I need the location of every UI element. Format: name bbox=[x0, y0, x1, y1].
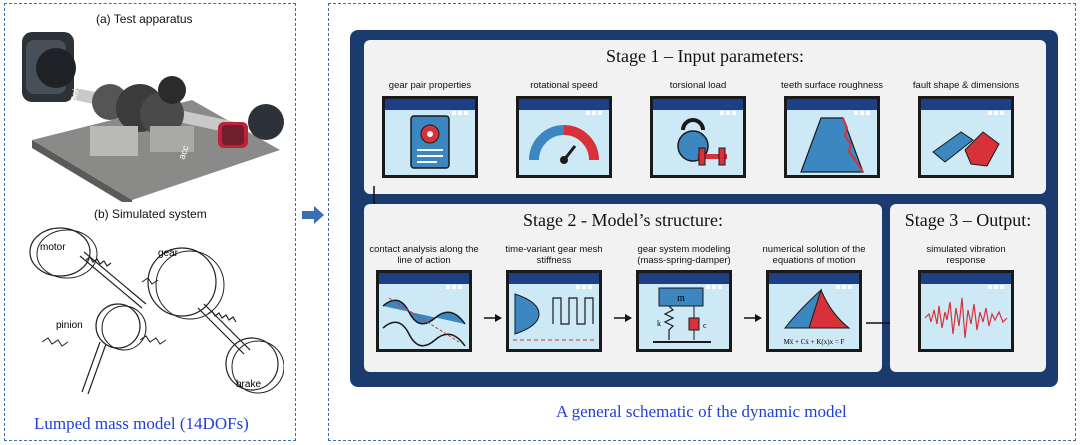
surface-plot-icon: Mẍ + Cẋ + K(x)x = F bbox=[769, 284, 859, 349]
pinion-label: pinion bbox=[56, 320, 83, 331]
mass-spring-damper-icon: m k c bbox=[639, 284, 729, 349]
test-apparatus-panel bbox=[4, 3, 296, 441]
gear-label: gear bbox=[158, 248, 179, 259]
window-frame bbox=[516, 96, 612, 178]
stage2-box: Stage 2 - Model’s structure: contact ana… bbox=[364, 204, 882, 372]
card-label: numerical solution of the equations of m… bbox=[762, 244, 866, 266]
window-titlebar bbox=[921, 99, 1011, 115]
window-frame bbox=[506, 270, 602, 352]
window-titlebar bbox=[509, 273, 599, 289]
equation-text: Mẍ + Cẋ + K(x)x = F bbox=[784, 338, 845, 346]
stage3-box: Stage 3 – Output: simulated vibration re… bbox=[890, 204, 1046, 372]
gear-document-icon bbox=[385, 110, 475, 175]
card-label: fault shape & dimensions bbox=[912, 80, 1020, 91]
schematic-caption: A general schematic of the dynamic model bbox=[556, 402, 847, 421]
card-label: rotational speed bbox=[530, 80, 598, 91]
card-label: time-variant gear mesh stiffness bbox=[505, 244, 603, 266]
lumped-mass-sketch: motor gear pinion brake bbox=[22, 222, 285, 400]
stage1-box: Stage 1 – Input parameters: gear pair pr… bbox=[364, 40, 1046, 194]
speedometer-icon bbox=[519, 110, 609, 175]
card-label: gear system modeling (mass-spring-damper… bbox=[637, 244, 731, 266]
window-frame bbox=[784, 96, 880, 178]
window-titlebar bbox=[787, 99, 877, 115]
stage1-title: Stage 1 – Input parameters: bbox=[606, 46, 804, 66]
card-label: gear pair properties bbox=[388, 80, 472, 91]
window-frame bbox=[650, 96, 746, 178]
window-frame: m k c bbox=[636, 270, 732, 352]
caption-simulated-system: (b) Simulated system bbox=[94, 207, 207, 221]
window-frame bbox=[918, 96, 1014, 178]
kettlebell-dumbbell-icon bbox=[653, 110, 743, 175]
mass-label: m bbox=[677, 293, 685, 304]
mesh-stiffness-icon bbox=[509, 284, 599, 349]
window-titlebar bbox=[519, 99, 609, 115]
stage3-title: Stage 3 – Output: bbox=[904, 210, 1032, 230]
stage2-title: Stage 2 - Model’s structure: bbox=[523, 210, 723, 230]
motor-label: motor bbox=[40, 242, 66, 253]
window-frame bbox=[918, 270, 1014, 352]
fault-geometry-icon bbox=[921, 110, 1011, 175]
flow-arrow-icon bbox=[614, 310, 632, 322]
card-label: teeth surface roughness bbox=[781, 80, 883, 91]
tooth-profile-icon bbox=[787, 110, 877, 175]
right-arrow-icon bbox=[302, 206, 324, 224]
window-frame bbox=[382, 96, 478, 178]
window-titlebar bbox=[379, 273, 469, 289]
window-frame bbox=[376, 270, 472, 352]
brake-label: brake bbox=[236, 379, 261, 390]
dynamic-model-panel bbox=[328, 3, 1076, 441]
caption-test-apparatus: (a) Test apparatus bbox=[96, 12, 193, 26]
card-label: torsional load bbox=[669, 80, 727, 91]
window-titlebar bbox=[769, 273, 859, 289]
window-titlebar bbox=[653, 99, 743, 115]
lumped-mass-caption: Lumped mass model (14DOFs) bbox=[34, 414, 249, 433]
vibration-signal-icon bbox=[921, 284, 1011, 349]
gear-mesh-contact-icon bbox=[379, 284, 469, 349]
window-titlebar bbox=[639, 273, 729, 289]
flow-arrow-icon bbox=[744, 310, 762, 322]
spring-label: k bbox=[657, 319, 661, 328]
card-label: simulated vibration response bbox=[926, 244, 1006, 266]
acc-label: acc bbox=[176, 144, 190, 161]
window-titlebar bbox=[921, 273, 1011, 289]
flow-arrow-icon bbox=[484, 310, 502, 322]
window-titlebar bbox=[385, 99, 475, 115]
damper-label: c bbox=[703, 321, 707, 330]
window-frame: Mẍ + Cẋ + K(x)x = F bbox=[766, 270, 862, 352]
card-label: contact analysis along the line of actio… bbox=[369, 244, 479, 266]
test-apparatus-photo: tach acc bbox=[22, 30, 284, 208]
